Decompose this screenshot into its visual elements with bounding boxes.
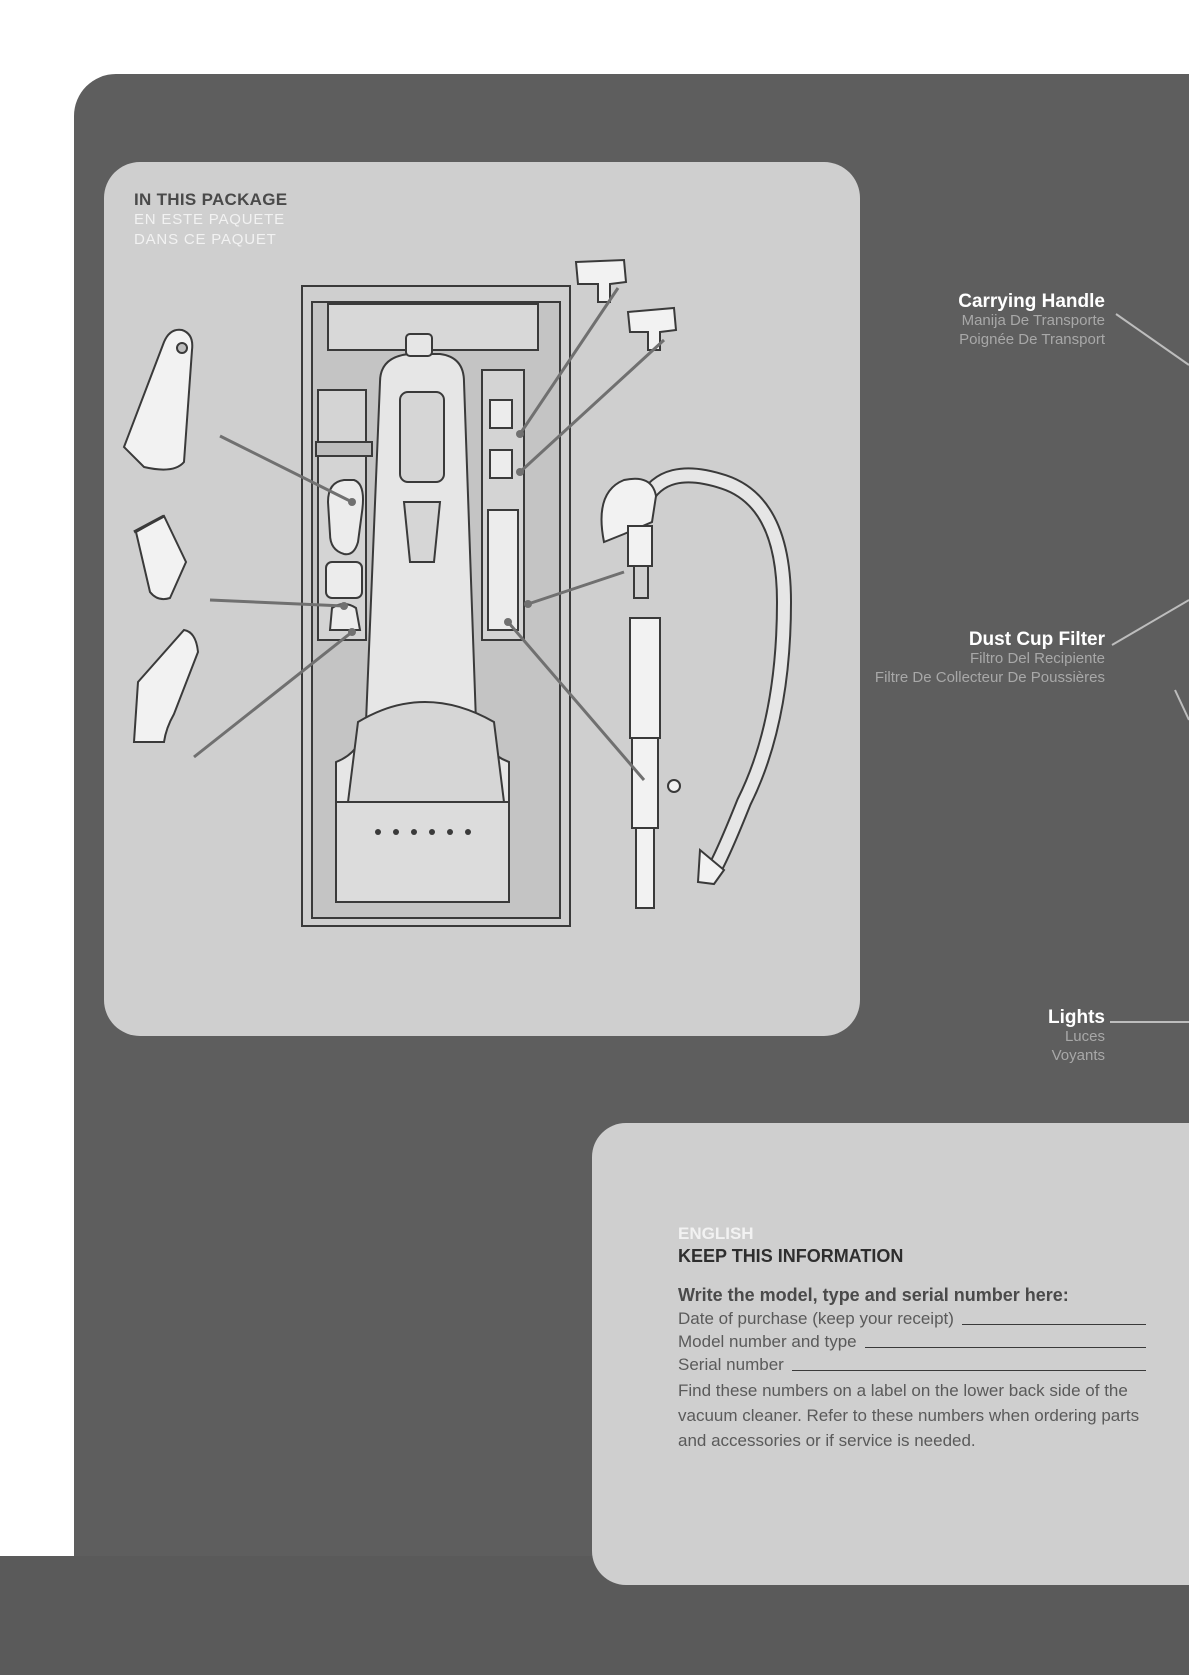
write-in-line bbox=[864, 1330, 1146, 1348]
callout-label-fr: Filtre De Collecteur De Poussières bbox=[874, 669, 1105, 686]
brush-tool-stored bbox=[325, 561, 363, 599]
vacuum-cleaner-icon bbox=[335, 333, 510, 903]
package-title: IN THIS PACKAGE bbox=[134, 190, 288, 209]
package-illustration bbox=[122, 258, 793, 927]
callout-label-fr: Voyants bbox=[1051, 1047, 1105, 1064]
write-in-line bbox=[961, 1307, 1146, 1325]
upholstery-tool-icon bbox=[132, 628, 200, 743]
info-note: Find these numbers on a label on the low… bbox=[678, 1381, 1140, 1450]
field-serial-number: Serial number bbox=[678, 1353, 1158, 1376]
callout-label-es: Manija De Transporte bbox=[961, 312, 1105, 329]
callout-label: Dust Cup Filter bbox=[968, 629, 1105, 650]
field-model-number: Model number and type bbox=[678, 1330, 1158, 1353]
keep-information-box: ENGLISH KEEP THIS INFORMATION Write the … bbox=[592, 1123, 1189, 1585]
callout-carrying-handle: Carrying Handle Manija De Transporte Poi… bbox=[958, 292, 1105, 349]
hose-with-handle-icon bbox=[600, 467, 793, 886]
crevice-tool-stored bbox=[326, 479, 364, 556]
hose-stored bbox=[487, 509, 519, 631]
callout-label-fr: Poignée De Transport bbox=[959, 331, 1105, 348]
package-heading: IN THIS PACKAGE EN ESTE PAQUETE DANS CE … bbox=[134, 190, 287, 250]
callout-label-es: Filtro Del Recipiente bbox=[969, 650, 1105, 667]
language-label: ENGLISH bbox=[678, 1224, 754, 1243]
info-content: ENGLISH KEEP THIS INFORMATION Write the … bbox=[678, 1223, 1158, 1453]
package-contents-box: IN THIS PACKAGE EN ESTE PAQUETE DANS CE … bbox=[104, 162, 860, 1036]
crevice-tool-icon bbox=[122, 328, 194, 471]
adapter-2-stored bbox=[489, 449, 513, 479]
field-label: Model number and type bbox=[678, 1332, 857, 1351]
callout-label: Lights bbox=[1048, 1007, 1105, 1028]
right-compartment bbox=[481, 369, 525, 641]
field-label: Serial number bbox=[678, 1355, 784, 1374]
callout-label: Carrying Handle bbox=[958, 291, 1105, 312]
callout-label-es: Luces bbox=[1064, 1028, 1105, 1045]
package-title-fr: DANS CE PAQUET bbox=[134, 231, 277, 248]
adapter-1-stored bbox=[489, 399, 513, 429]
dusting-brush-icon bbox=[133, 514, 188, 601]
write-in-line bbox=[791, 1353, 1146, 1371]
info-subheading: Write the model, type and serial number … bbox=[678, 1285, 1069, 1305]
info-heading: KEEP THIS INFORMATION bbox=[678, 1246, 904, 1266]
leader-lines bbox=[193, 287, 666, 781]
field-label: Date of purchase (keep your receipt) bbox=[678, 1309, 954, 1328]
extension-wand-icon bbox=[629, 617, 681, 909]
left-compartment bbox=[315, 389, 373, 641]
field-date-of-purchase: Date of purchase (keep your receipt) bbox=[678, 1307, 1158, 1330]
package-title-es: EN ESTE PAQUETE bbox=[134, 211, 285, 228]
leader-dots bbox=[340, 430, 532, 636]
callout-dust-cup-filter: Dust Cup Filter Filtro Del Recipiente Fi… bbox=[875, 630, 1105, 687]
callout-lights: Lights Luces Voyants bbox=[1048, 1008, 1105, 1065]
